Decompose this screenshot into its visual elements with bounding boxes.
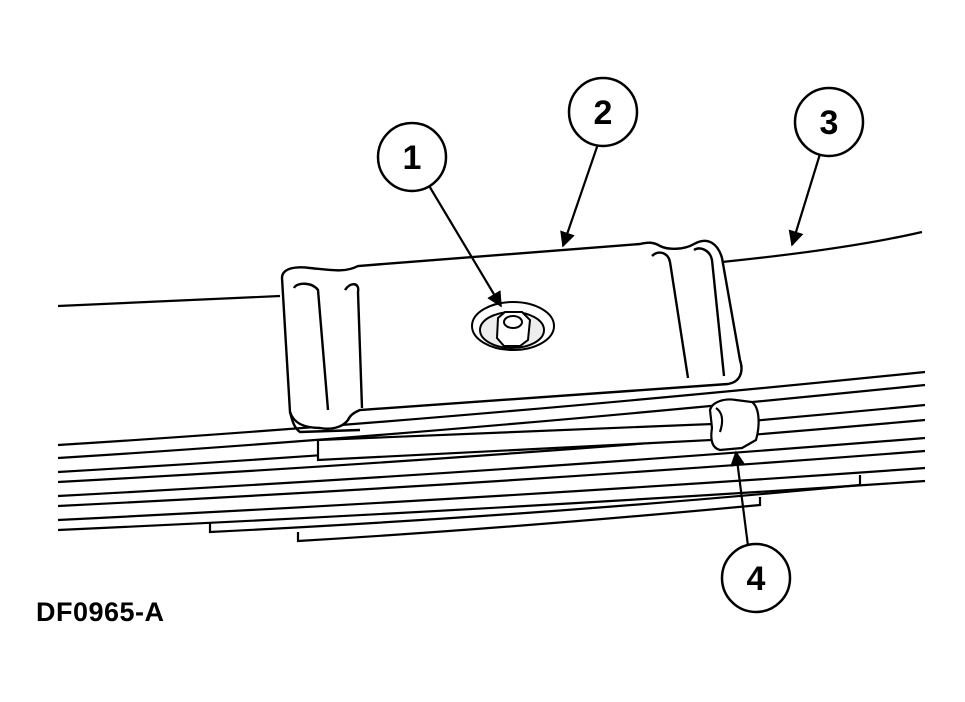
- spring-leaf-stack: [57, 370, 926, 543]
- spring-leaf-2b: [57, 418, 926, 484]
- spring-leaf-4: [57, 466, 926, 522]
- leader-lines: [427, 143, 822, 547]
- callout-2: 2: [567, 76, 639, 148]
- spring-leaf-short-2: [296, 497, 762, 543]
- leader-2: [560, 143, 600, 248]
- clip-bolt: [471, 301, 555, 351]
- callout-3-label: 3: [820, 104, 839, 142]
- figure-id: DF0965-A: [36, 597, 165, 627]
- spring-leaf-1: [57, 370, 926, 447]
- spring-leaf-3b: [57, 449, 926, 508]
- spring-leaf-4b: [57, 479, 926, 532]
- callout-3: 3: [793, 86, 865, 158]
- leader-1: [427, 183, 502, 308]
- spring-leaf-3: [57, 436, 926, 498]
- callout-1: 1: [376, 121, 448, 193]
- callout-4-label: 4: [747, 560, 766, 598]
- main-leaf-top: [57, 230, 923, 308]
- spring-leaf-short-1: [208, 475, 862, 534]
- leader-4: [730, 450, 750, 547]
- spacer-leaf: [316, 422, 714, 462]
- spring-leaf-1b: [57, 383, 926, 460]
- callout-2-label: 2: [594, 94, 613, 132]
- rebound-clip: [708, 398, 760, 452]
- leader-3: [788, 153, 822, 247]
- callout-1-label: 1: [403, 139, 422, 177]
- callout-4: 4: [720, 542, 792, 614]
